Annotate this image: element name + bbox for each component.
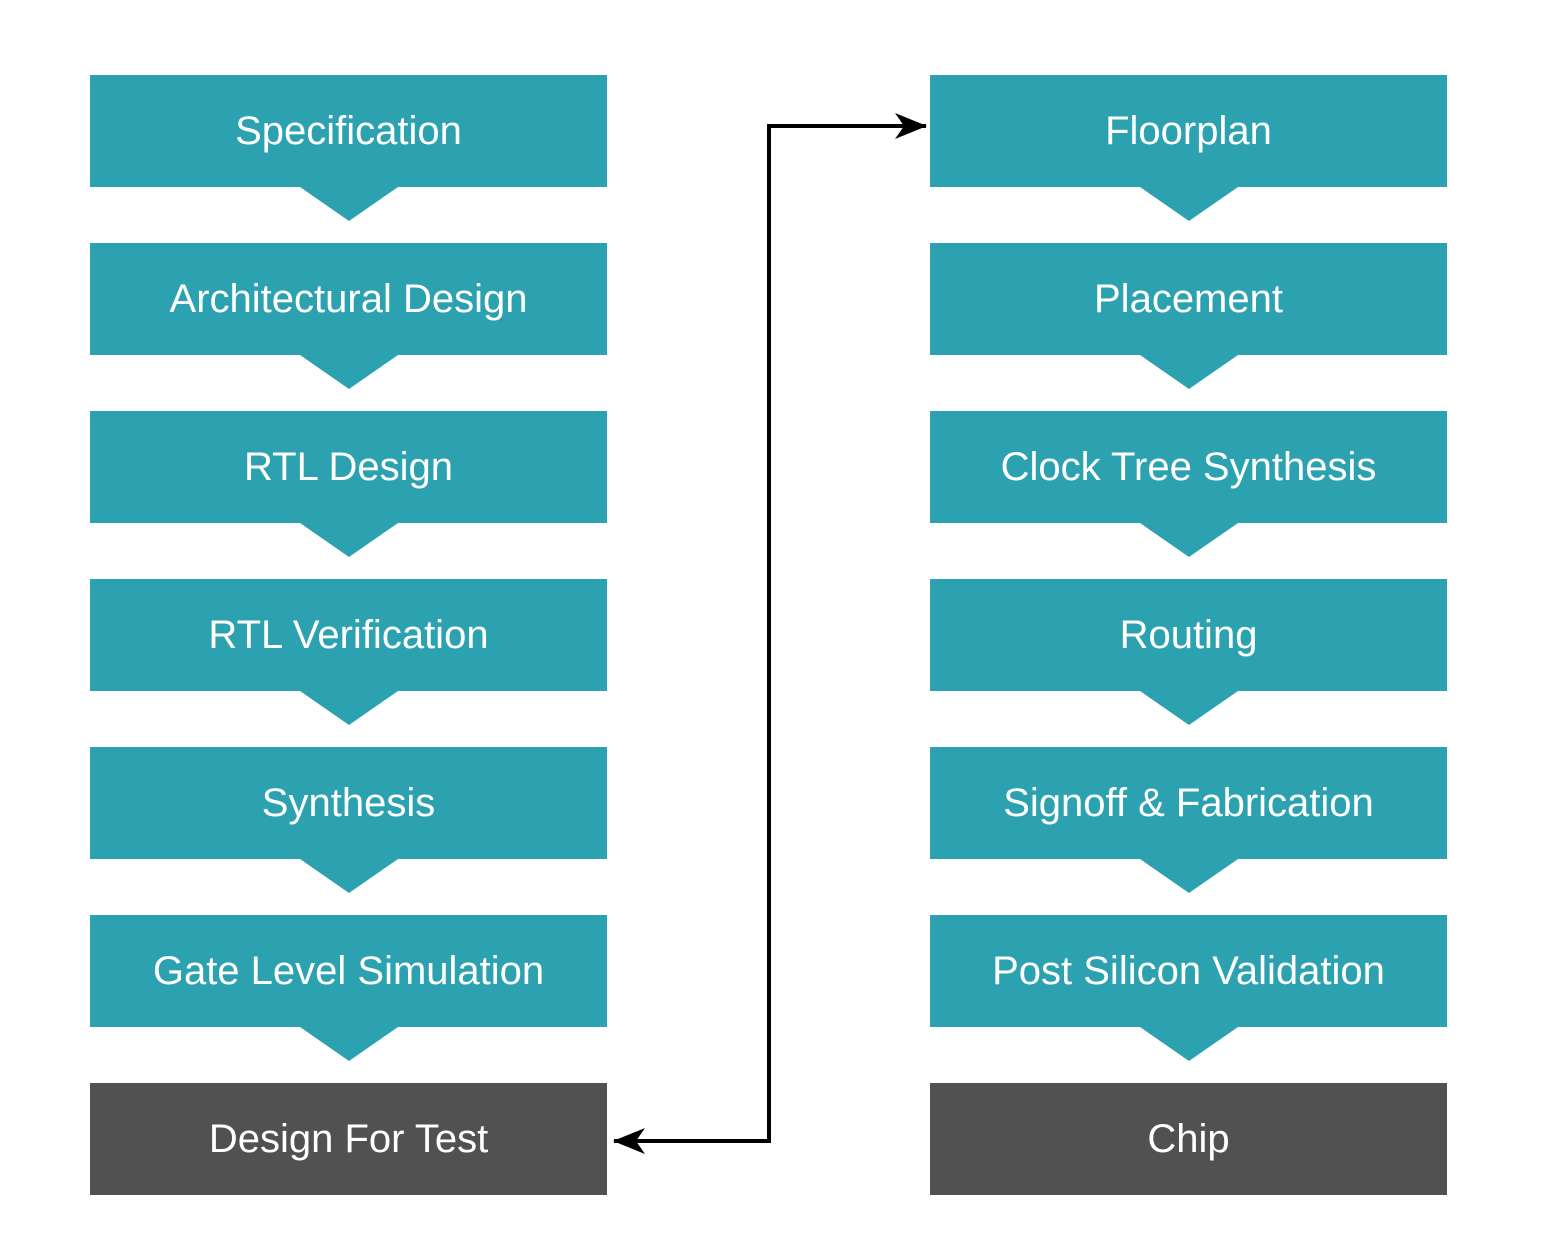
flow-step-routing: Routing xyxy=(930,579,1447,725)
chevron-down-tab xyxy=(1139,691,1238,725)
flow-step-clock-tree-synthesis: Clock Tree Synthesis xyxy=(930,411,1447,557)
flow-step-design-for-test: Design For Test xyxy=(90,1083,607,1195)
flow-step-placement: Placement xyxy=(930,243,1447,389)
chevron-down-tab xyxy=(1139,859,1238,893)
flow-step-label: Chip xyxy=(1147,1117,1230,1161)
chevron-down-tab xyxy=(299,1027,398,1061)
flow-step-architectural-design: Architectural Design xyxy=(90,243,607,389)
flow-step-label: Architectural Design xyxy=(169,277,528,321)
flow-step-synthesis: Synthesis xyxy=(90,747,607,893)
flow-step-chip: Chip xyxy=(930,1083,1447,1195)
chevron-down-tab xyxy=(1139,1027,1238,1061)
chevron-down-tab xyxy=(299,355,398,389)
flow-step-label: Clock Tree Synthesis xyxy=(1000,445,1377,489)
flow-step-label: RTL Verification xyxy=(208,613,489,657)
chevron-down-tab xyxy=(1139,187,1238,221)
flow-step-label: Floorplan xyxy=(1105,109,1272,153)
flow-step-rtl-verification: RTL Verification xyxy=(90,579,607,725)
flow-step-label: Synthesis xyxy=(261,781,436,825)
flow-step-label: RTL Design xyxy=(244,445,453,489)
chevron-down-tab xyxy=(299,691,398,725)
flow-step-post-silicon-validation: Post Silicon Validation xyxy=(930,915,1447,1061)
flow-step-label: Post Silicon Validation xyxy=(992,949,1385,993)
flow-step-label: Routing xyxy=(1119,613,1258,657)
chevron-down-tab xyxy=(1139,355,1238,389)
flow-step-gate-level-simulation: Gate Level Simulation xyxy=(90,915,607,1061)
flow-step-floorplan: Floorplan xyxy=(930,75,1447,221)
flow-step-signoff-fabrication: Signoff & Fabrication xyxy=(930,747,1447,893)
flow-step-label: Placement xyxy=(1094,277,1283,321)
flow-step-label: Signoff & Fabrication xyxy=(1003,781,1374,825)
flow-step-label: Specification xyxy=(235,109,462,153)
flow-step-specification: Specification xyxy=(90,75,607,221)
chevron-down-tab xyxy=(1139,523,1238,557)
flow-step-label: Gate Level Simulation xyxy=(152,949,545,993)
flow-step-rtl-design: RTL Design xyxy=(90,411,607,557)
flow-step-label: Design For Test xyxy=(208,1117,489,1161)
chevron-down-tab xyxy=(299,859,398,893)
chevron-down-tab xyxy=(299,523,398,557)
chevron-down-tab xyxy=(299,187,398,221)
